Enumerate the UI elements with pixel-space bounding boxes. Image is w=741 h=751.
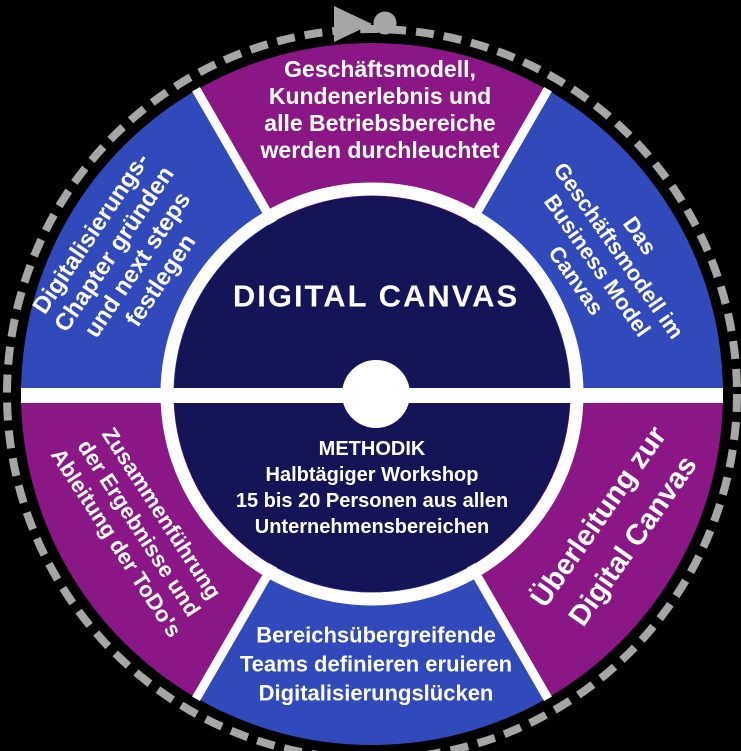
segment-bottom-line: Digitalisierungslücken xyxy=(259,681,494,706)
start-dot-icon xyxy=(373,11,397,35)
segment-dividers xyxy=(192,86,552,702)
divider-60 xyxy=(464,86,552,230)
segment-top-line: werden durchleuchtet xyxy=(260,137,500,163)
methodik-heading: METHODIK xyxy=(319,438,426,460)
segment-bottom-line: Teams definieren eruieren xyxy=(240,652,512,677)
divider-120 xyxy=(192,86,280,230)
clockwise-arrow-icon xyxy=(334,6,372,42)
center-hub-dot xyxy=(342,360,410,428)
center-title: DIGITAL CANVAS xyxy=(233,279,519,314)
methodik-line: Halbtägiger Workshop xyxy=(266,464,479,486)
segment-bottom-line: Bereichsübergreifende xyxy=(256,623,496,648)
divider-240 xyxy=(192,558,280,702)
segment-top-label: Geschäftsmodell, Kundenerlebnis und alle… xyxy=(260,56,500,163)
segment-top-line: alle Betriebsbereiche xyxy=(264,110,495,136)
divider-300 xyxy=(464,558,552,702)
methodik-line: 15 bis 20 Personen aus allen xyxy=(236,490,508,512)
methodik-block: METHODIK Halbtägiger Workshop 15 bis 20 … xyxy=(236,438,508,538)
segment-bottom-label: Bereichsübergreifende Teams definieren e… xyxy=(240,623,512,706)
segment-top-line: Kundenerlebnis und xyxy=(269,83,491,109)
methodik-line: Unternehmensbereichen xyxy=(255,516,490,538)
dashed-outer-circle xyxy=(3,25,741,751)
segment-top-line: Geschäftsmodell, xyxy=(284,56,476,82)
